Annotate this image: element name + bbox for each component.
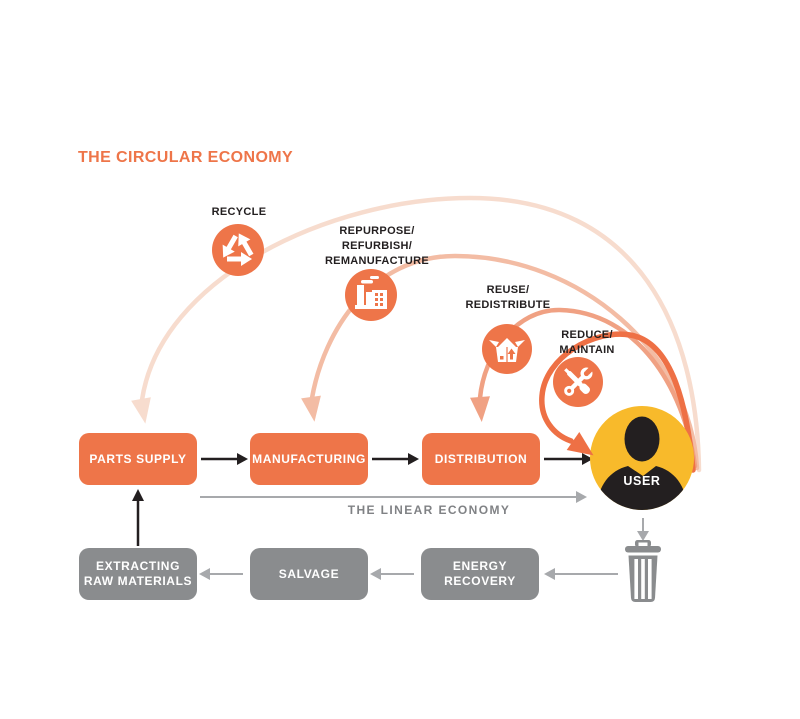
gray-arrows [199, 491, 649, 580]
loop-label-recycle: RECYCLE [211, 206, 267, 218]
linear-arrows [132, 453, 593, 546]
page-title: THE CIRCULAR ECONOMY [78, 149, 294, 166]
loop-arrowheads [131, 395, 490, 424]
loop-label-reuse: REUSE/ REDISTRIBUTE [465, 284, 551, 311]
open-box-icon [482, 324, 532, 374]
box-energy-recovery: ENERGY RECOVERY [421, 548, 539, 600]
user-body [596, 466, 688, 510]
factory-icon [345, 269, 397, 321]
arrowhead-to-user [566, 431, 594, 456]
arc-recycle [139, 195, 702, 473]
arrowhead-to-parts-supply [131, 397, 151, 424]
box-parts-supply: PARTS SUPPLY [79, 433, 197, 485]
box-extracting-raw-materials: EXTRACTING RAW MATERIALS [79, 548, 197, 600]
user-avatar [590, 406, 694, 510]
user-head [624, 416, 660, 462]
arrowhead-to-distribution [470, 396, 490, 422]
arc-reduce [539, 331, 696, 473]
user-label: USER [623, 474, 661, 488]
trash-icon [625, 540, 661, 602]
box-salvage: SALVAGE [250, 548, 368, 600]
tools-icon [553, 357, 603, 407]
arc-repurpose [309, 253, 700, 471]
loop-label-reduce: REDUCE/ MAINTAIN [559, 329, 615, 356]
recycle-icon [212, 224, 264, 276]
box-distribution: DISTRIBUTION [422, 433, 540, 485]
loop-label-repurpose: REPURPOSE/ REFURBISH/ REMANUFACTURE [324, 225, 430, 267]
arrowhead-to-manufacturing [301, 395, 321, 422]
loop-arcs [139, 195, 702, 473]
linear-economy-label: THE LINEAR ECONOMY [347, 503, 511, 517]
box-manufacturing: MANUFACTURING [250, 433, 368, 485]
